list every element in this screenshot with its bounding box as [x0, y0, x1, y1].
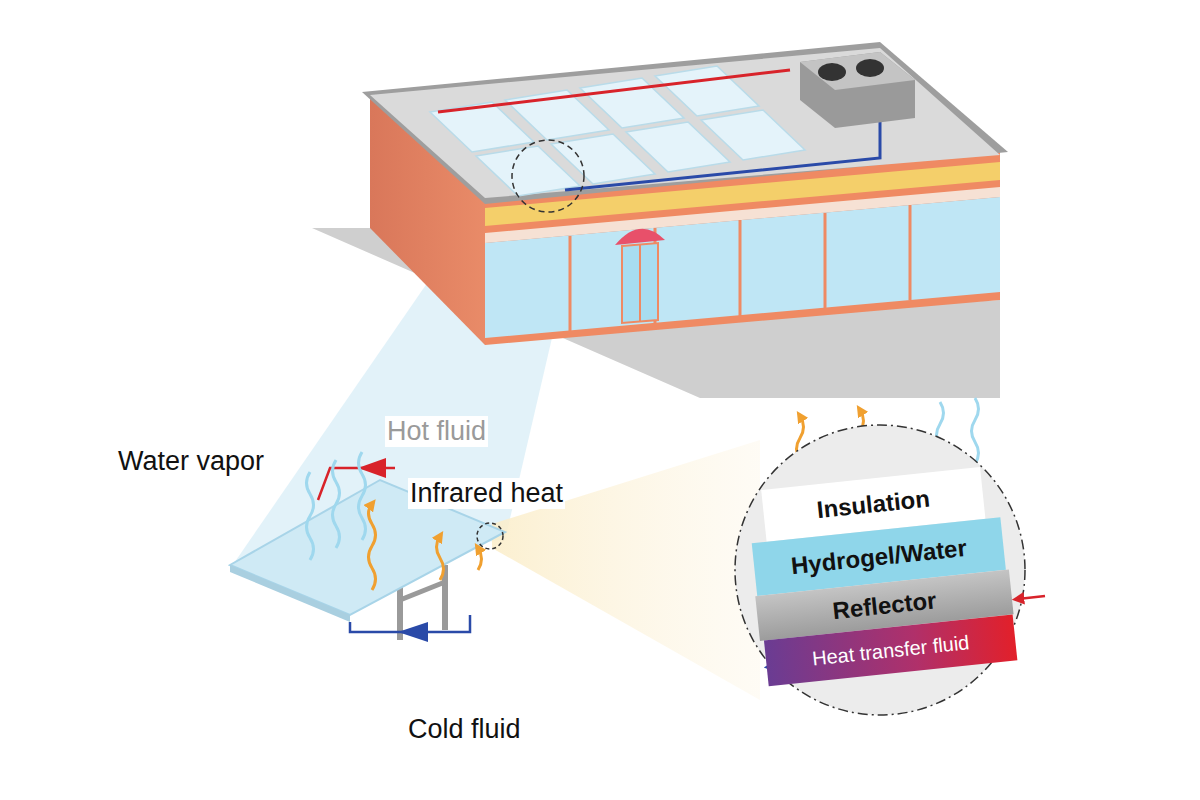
building	[622, 243, 658, 323]
building	[639, 245, 641, 322]
fluid-flow-arrow	[1018, 596, 1045, 599]
hvac-unit	[800, 52, 915, 90]
layer-stack: InsulationHydrogel/WaterReflectorHeat tr…	[736, 464, 1023, 671]
building	[824, 213, 827, 308]
building	[909, 205, 912, 300]
water-vapor-squiggle	[972, 398, 979, 464]
zoom-circle-roof	[512, 140, 584, 212]
water-vapor-squiggle	[359, 452, 366, 540]
zoom-circle	[735, 425, 1025, 715]
building	[370, 48, 1000, 198]
roof-pipes	[565, 120, 880, 190]
hvac-unit	[856, 59, 884, 77]
building	[362, 42, 1008, 204]
infrared-heat-arrow	[369, 504, 376, 590]
layer-label: Heat transfer fluid	[811, 631, 970, 670]
roof-solar-panels	[655, 66, 759, 116]
infrared-heat-arrow	[437, 536, 444, 580]
flow-label: Cold fluid	[406, 714, 523, 745]
flow-label: Hot fluid	[385, 416, 488, 447]
building	[739, 220, 742, 316]
hvac-unit	[800, 52, 915, 128]
panel-illustration	[230, 565, 350, 622]
roof-pipes	[438, 70, 790, 112]
water-vapor-squiggle	[307, 472, 314, 560]
hvac-unit	[800, 52, 915, 128]
building	[362, 42, 1008, 345]
zoom-circle	[735, 425, 1025, 715]
layer-label: Insulation	[815, 485, 931, 525]
building	[485, 197, 1000, 338]
roof-solar-panels	[701, 110, 805, 160]
building	[569, 236, 572, 331]
roof-solar-panels	[430, 66, 805, 196]
water-vapor-squiggle	[333, 460, 340, 548]
infrared-heat-arrow	[478, 548, 482, 570]
panel-illustration	[398, 622, 428, 642]
zoom-circle-roof	[512, 140, 584, 212]
heat-label: Infrared heat	[408, 478, 565, 509]
panel-illustration	[477, 523, 503, 549]
layer-label: Reflector	[831, 586, 937, 625]
vapor-label: Water vapor	[116, 446, 266, 477]
layer-label: Hydrogel/Water	[790, 533, 968, 579]
hvac-unit	[818, 63, 846, 81]
building	[570, 205, 910, 331]
